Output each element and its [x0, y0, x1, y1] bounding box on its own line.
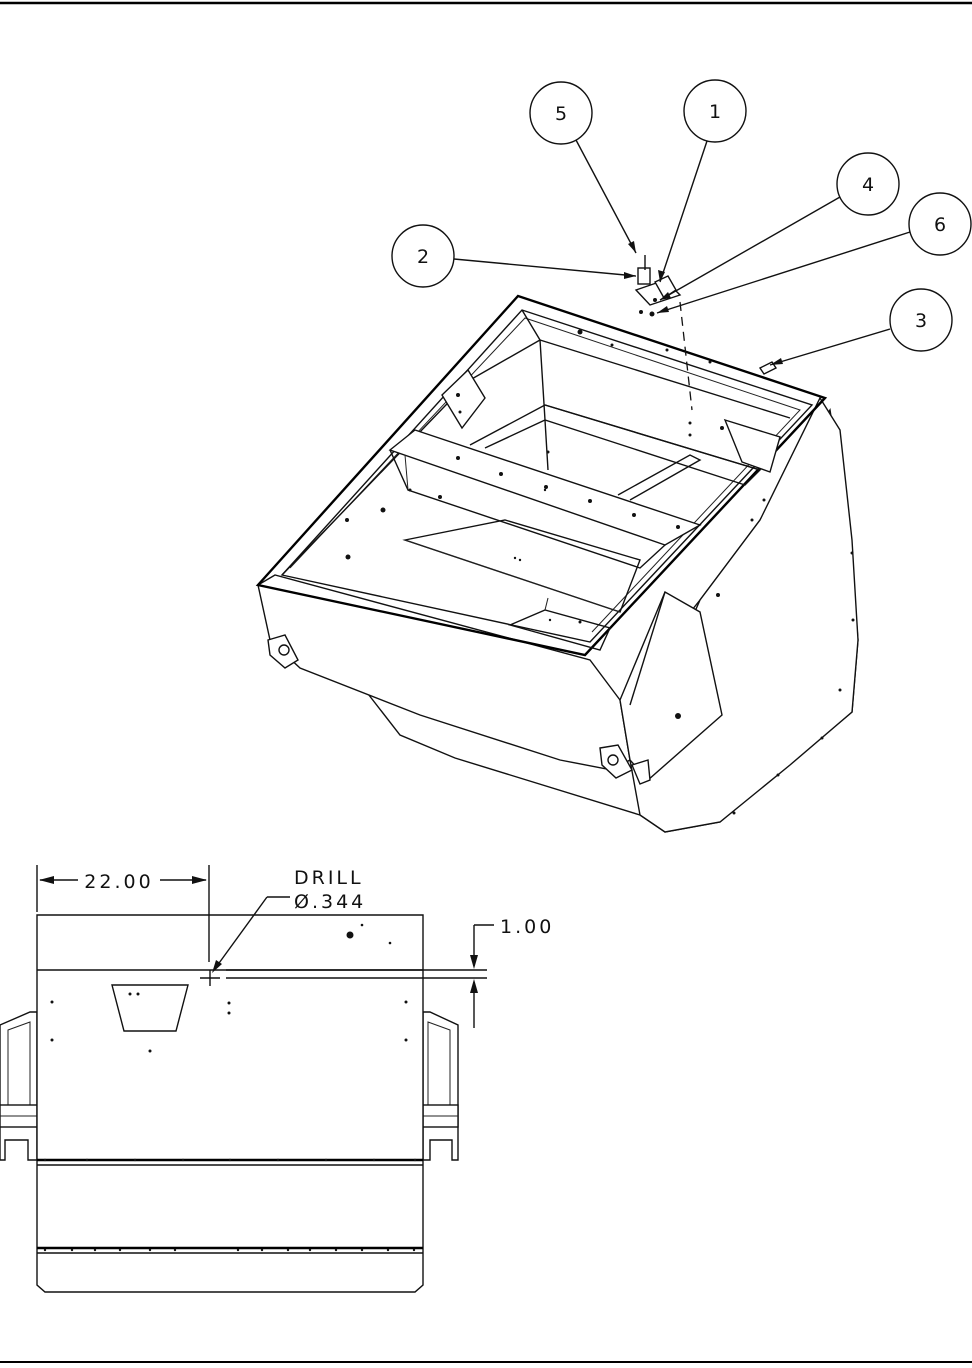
- dimension-22-label: 22.00: [84, 871, 153, 893]
- hopper-top-view: [0, 915, 458, 1292]
- callout-1: 1: [658, 80, 746, 282]
- callout-5-label: 5: [555, 103, 567, 125]
- callout-5: 5: [530, 82, 636, 253]
- callout-1-label: 1: [709, 101, 721, 123]
- callout-2-label: 2: [417, 246, 429, 268]
- callout-3: 3: [770, 289, 952, 365]
- callout-6-label: 6: [934, 214, 946, 236]
- drill-diameter: Ø.344: [294, 891, 366, 913]
- alignment-dashed-line: [680, 302, 692, 410]
- dimension-1-label: 1.00: [500, 916, 554, 938]
- callout-4-label: 4: [862, 174, 874, 196]
- callout-6: 6: [657, 193, 971, 313]
- callout-2: 2: [392, 225, 636, 287]
- drill-title: DRILL: [294, 867, 364, 889]
- hopper-isometric-view: [258, 255, 858, 832]
- callout-3-label: 3: [915, 310, 927, 332]
